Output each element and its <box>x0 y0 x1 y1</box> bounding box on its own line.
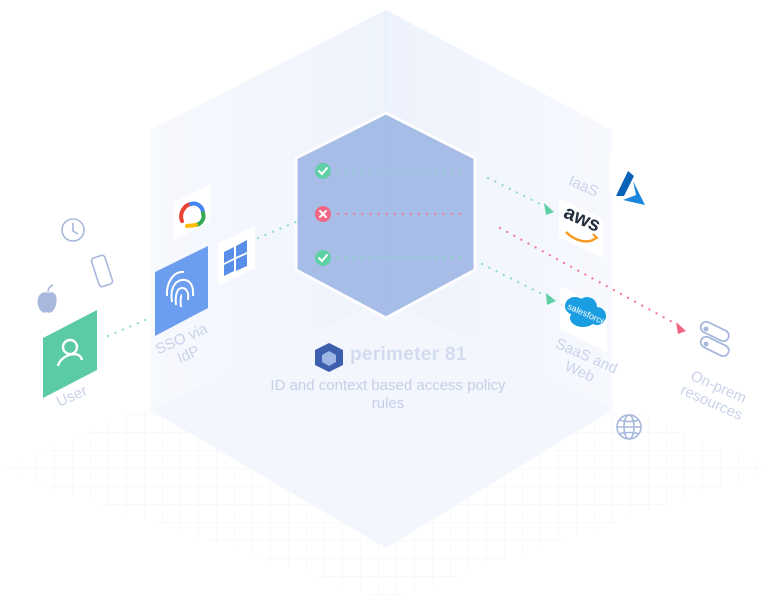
user-icon <box>56 338 84 367</box>
google-cloud-icon <box>179 201 206 228</box>
salesforce-tile <box>560 286 607 352</box>
windows-icon <box>224 240 247 276</box>
arrow-onprem <box>676 322 686 334</box>
server-icon <box>699 320 730 358</box>
connectors <box>106 169 678 338</box>
aws-tile <box>559 198 603 258</box>
perimeter81-logo-icon <box>315 343 343 372</box>
clock-icon <box>61 218 85 242</box>
fingerprint-tile <box>155 246 208 336</box>
brand-name: perimeter 81 <box>350 344 467 365</box>
salesforce-cloud-icon <box>565 297 606 327</box>
arrow-saas <box>546 293 556 305</box>
user-tile <box>43 310 97 398</box>
policy-hub <box>294 111 477 320</box>
brand-tagline: ID and context based access policy rules <box>270 377 506 412</box>
check-icon <box>318 167 328 176</box>
arrowheads <box>544 203 686 334</box>
azure-tile <box>610 154 648 212</box>
connector-hub-onprem <box>498 226 678 326</box>
policy-rule-allow-2 <box>315 250 331 266</box>
arrow-iaas <box>544 203 554 215</box>
tablet-icon <box>90 254 114 288</box>
check-icon <box>318 254 328 263</box>
isometric-box <box>150 10 612 548</box>
connector-hub-iaas <box>486 176 546 208</box>
apple-icon <box>37 284 57 313</box>
connector-user-sso <box>106 316 152 338</box>
policy-rule-deny <box>315 206 331 222</box>
google-cloud-tile <box>174 184 210 240</box>
policy-rule-allow-1 <box>315 163 331 179</box>
azure-icon <box>616 171 645 205</box>
windows-tile <box>218 226 255 286</box>
globe-icon <box>616 414 642 440</box>
cross-icon <box>319 210 327 218</box>
fingerprint-icon <box>165 270 195 308</box>
